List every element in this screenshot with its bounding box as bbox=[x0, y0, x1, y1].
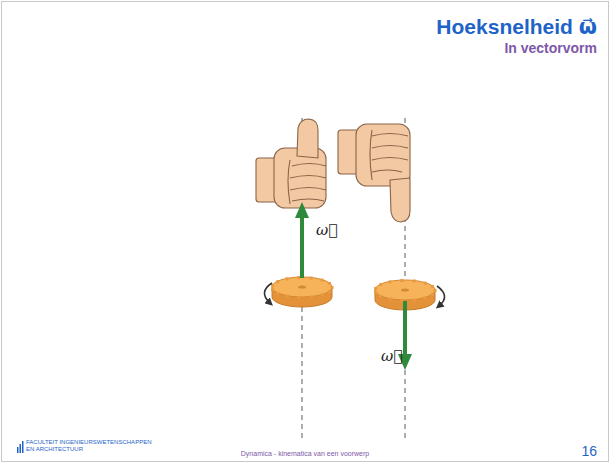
gear-tooth bbox=[276, 292, 279, 295]
thumb bbox=[390, 178, 410, 222]
logo-bar bbox=[22, 441, 24, 453]
rotation-arrow bbox=[437, 286, 445, 306]
gear-tooth bbox=[271, 288, 274, 291]
gear-top bbox=[272, 277, 332, 297]
gear-teeth bbox=[271, 276, 436, 302]
footer-text: Dynamica - kinematica van een voorwerp bbox=[241, 450, 369, 458]
gear-tooth bbox=[424, 296, 427, 299]
hand-thumb-up bbox=[256, 119, 326, 208]
faculty-logo: FACULTEIT INGENIEURSWETENSCHAPPEN EN ARC… bbox=[26, 439, 156, 453]
gear-tooth bbox=[431, 285, 434, 288]
finger-line bbox=[372, 134, 408, 137]
subtitle: In vectorvorm bbox=[504, 41, 597, 56]
gear-tooth bbox=[310, 296, 313, 299]
page-number: 16 bbox=[581, 444, 597, 459]
gear-tooth bbox=[413, 279, 416, 282]
gear-tooth bbox=[434, 289, 437, 292]
gear-tooth bbox=[413, 299, 416, 302]
gear-tooth bbox=[400, 299, 403, 302]
gear-hub bbox=[401, 288, 409, 291]
gear-tooth bbox=[276, 280, 279, 283]
logo-bar bbox=[17, 447, 19, 453]
gear-tooth bbox=[328, 282, 331, 285]
gear-top bbox=[375, 280, 435, 300]
gear-tooth bbox=[297, 296, 300, 299]
gear-tooth bbox=[389, 298, 392, 301]
gear-tooth bbox=[321, 279, 324, 282]
gear-tooth bbox=[379, 295, 382, 298]
finger-line bbox=[292, 199, 324, 201]
omega-vector bbox=[403, 301, 407, 356]
finger-line bbox=[372, 146, 408, 149]
finger-line bbox=[290, 176, 326, 179]
finger-line bbox=[292, 164, 326, 167]
gear-tooth bbox=[424, 282, 427, 285]
logo-mark bbox=[17, 441, 24, 453]
thumb bbox=[297, 119, 318, 158]
gear-hub bbox=[298, 285, 306, 288]
finger-line bbox=[288, 160, 290, 204]
vector-label: ω⃗ bbox=[316, 222, 337, 239]
gear bbox=[272, 277, 332, 307]
gear-tooth bbox=[271, 284, 274, 287]
gear-tooth bbox=[379, 283, 382, 286]
slide-title: Hoeksnelheid ω⃗ bbox=[436, 15, 597, 38]
finger-line bbox=[290, 188, 326, 191]
finger-line bbox=[372, 158, 408, 161]
gear-tooth bbox=[431, 293, 434, 296]
gear-tooth bbox=[331, 286, 334, 289]
logo-bar bbox=[20, 444, 22, 453]
gear-tooth bbox=[321, 293, 324, 296]
gear-tooth bbox=[297, 276, 300, 279]
gear-tooth bbox=[374, 287, 377, 290]
gear-tooth bbox=[310, 276, 313, 279]
gear-tooth bbox=[286, 277, 289, 280]
finger-line bbox=[370, 130, 372, 180]
hand-thumb-down bbox=[338, 124, 410, 222]
fist bbox=[356, 124, 410, 186]
omega-vector bbox=[300, 216, 304, 278]
finger-line bbox=[372, 170, 402, 172]
gear-tooth bbox=[374, 291, 377, 294]
vector-head bbox=[295, 202, 309, 218]
vector-label: ω⃗ bbox=[381, 348, 402, 365]
rotation-arrow bbox=[264, 283, 272, 303]
gear-tooth bbox=[389, 280, 392, 283]
gear-tooth bbox=[286, 295, 289, 298]
gear-tooth bbox=[400, 279, 403, 282]
gear-tooth bbox=[328, 290, 331, 293]
